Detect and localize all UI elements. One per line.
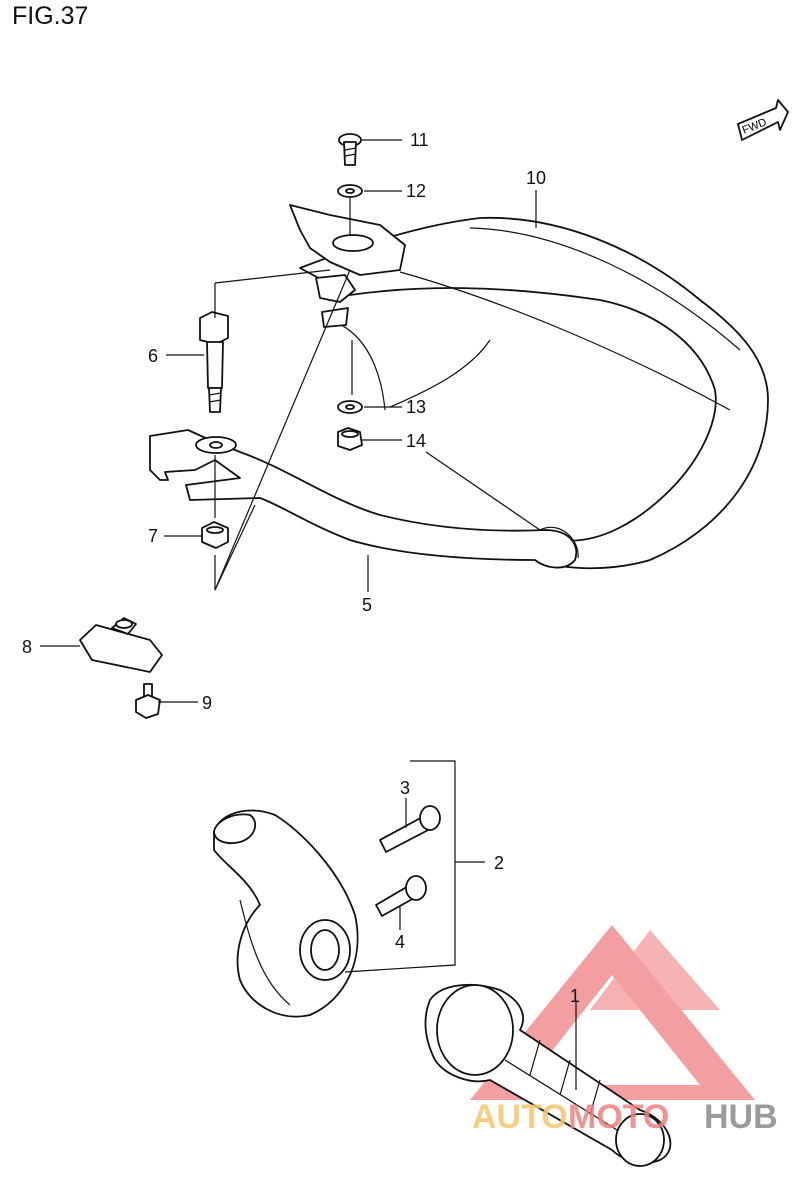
screw-part-11 <box>338 133 362 166</box>
bolt-part-6 <box>199 311 229 413</box>
grip-holder-part-2 <box>213 809 359 1018</box>
watermark-moto: MOTO <box>568 1098 669 1136</box>
callout-labels: 11 12 10 6 13 14 7 5 8 9 3 2 4 1 <box>22 130 580 1006</box>
callout-7: 7 <box>148 526 158 546</box>
nut-part-7 <box>201 521 229 549</box>
callout-5: 5 <box>362 595 372 615</box>
nut-part-14 <box>337 427 363 451</box>
callout-1: 1 <box>570 986 580 1006</box>
washer-part-13 <box>337 400 363 414</box>
watermark-hub: HUB <box>704 1098 778 1136</box>
lever-part-5 <box>149 429 579 569</box>
callout-14: 14 <box>406 431 426 451</box>
callout-13: 13 <box>406 397 426 417</box>
callout-12: 12 <box>406 181 426 201</box>
bolt-part-4 <box>375 875 427 917</box>
callout-4: 4 <box>395 932 405 952</box>
leader-lines <box>40 139 577 1090</box>
washer-part-12 <box>337 184 363 198</box>
watermark-auto: AUTO <box>472 1098 568 1136</box>
watermark-text: AUTO MOTO HUB <box>472 1098 778 1136</box>
callout-10: 10 <box>526 168 546 188</box>
callout-8: 8 <box>22 637 32 657</box>
callout-6: 6 <box>148 346 158 366</box>
callout-3: 3 <box>400 778 410 798</box>
figure-title: FIG.37 <box>12 2 89 30</box>
callout-2: 2 <box>494 853 504 873</box>
throttle-grip-part-1 <box>424 983 672 1167</box>
callout-11: 11 <box>410 130 429 150</box>
callout-9: 9 <box>202 693 212 713</box>
screw-part-9 <box>135 683 161 719</box>
switch-part-8 <box>79 617 163 673</box>
bolt-part-3 <box>379 805 441 853</box>
fwd-arrow-icon: FWD <box>737 99 789 141</box>
